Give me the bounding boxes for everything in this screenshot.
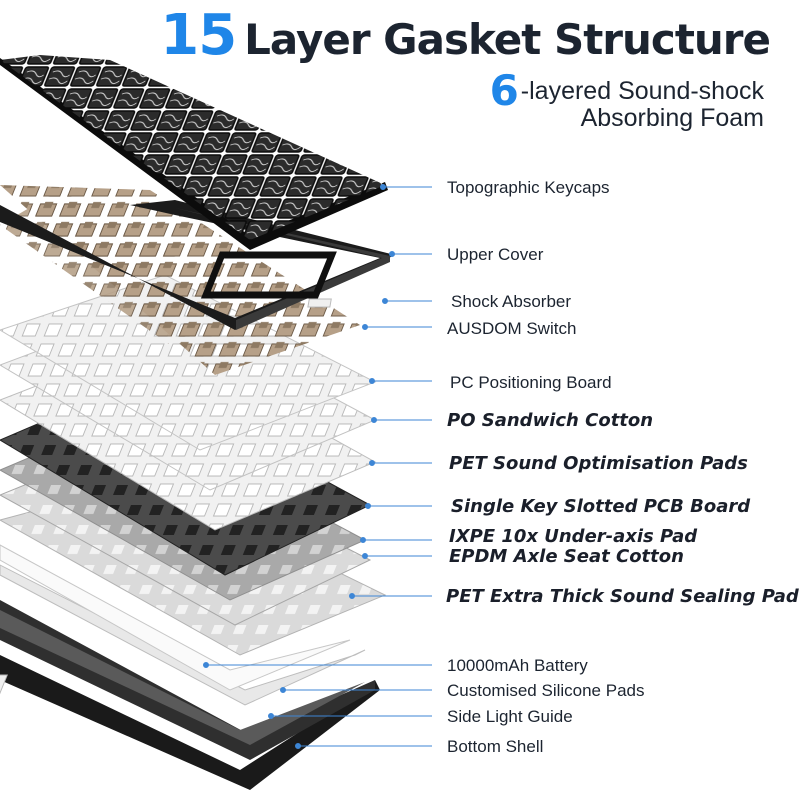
leader-dot — [203, 662, 209, 668]
leader-dot — [362, 324, 368, 330]
leader-dot — [389, 251, 395, 257]
label-pet-extra-thick-pad: PET Extra Thick Sound Sealing Pad — [446, 586, 799, 607]
label-upper-cover: Upper Cover — [447, 245, 544, 264]
subtitle-line-1: 6-layered Sound-shock — [490, 70, 764, 112]
title-layer-count: 15 — [160, 3, 237, 68]
label-single-key-slotted-pcb: Single Key Slotted PCB Board — [451, 496, 751, 517]
subtitle-foam-count: 6 — [489, 66, 519, 115]
leader-dot — [369, 378, 375, 384]
label-silicone-pads: Customised Silicone Pads — [447, 681, 645, 700]
subtitle-line-2: Absorbing Foam — [580, 104, 764, 132]
switch-layer — [0, 185, 360, 375]
leader-dot — [365, 503, 371, 509]
battery-and-pads-layer — [0, 544, 366, 706]
label-epdm-cotton: EPDM Axle Seat Cotton — [449, 546, 684, 567]
leader-dot — [360, 537, 366, 543]
label-ausdom-switch: AUSDOM Switch — [447, 319, 577, 338]
leader-dot — [268, 713, 274, 719]
label-po-sandwich-cotton: PO Sandwich Cotton — [447, 410, 654, 431]
label-side-light-guide: Side Light Guide — [447, 707, 573, 726]
leader-dot — [371, 417, 377, 423]
leader-dot — [280, 687, 286, 693]
label-topographic-keycaps: Topographic Keycaps — [447, 178, 610, 197]
leader-dot — [382, 298, 388, 304]
leader-lines — [203, 184, 432, 749]
label-pet-sound-optimisation-pads: PET Sound Optimisation Pads — [449, 453, 748, 474]
label-battery: 10000mAh Battery — [447, 656, 588, 675]
label-bottom-shell: Bottom Shell — [447, 737, 544, 756]
leader-dot — [362, 553, 368, 559]
leader-dot — [380, 184, 386, 190]
subtitle-text-1: -layered Sound-shock — [520, 77, 764, 105]
leader-dot — [295, 743, 301, 749]
label-shock-absorber: Shock Absorber — [451, 292, 572, 311]
leader-dot — [369, 460, 375, 466]
title-text: Layer Gasket Structure — [244, 15, 771, 64]
leader-dot — [349, 593, 355, 599]
shock-absorber-part — [307, 298, 332, 308]
bottom-shell-layer — [0, 600, 380, 790]
label-ixpe-pad: IXPE 10x Under-axis Pad — [449, 526, 698, 547]
keycaps-layer — [0, 55, 388, 250]
label-pc-positioning-board: PC Positioning Board — [450, 373, 612, 392]
